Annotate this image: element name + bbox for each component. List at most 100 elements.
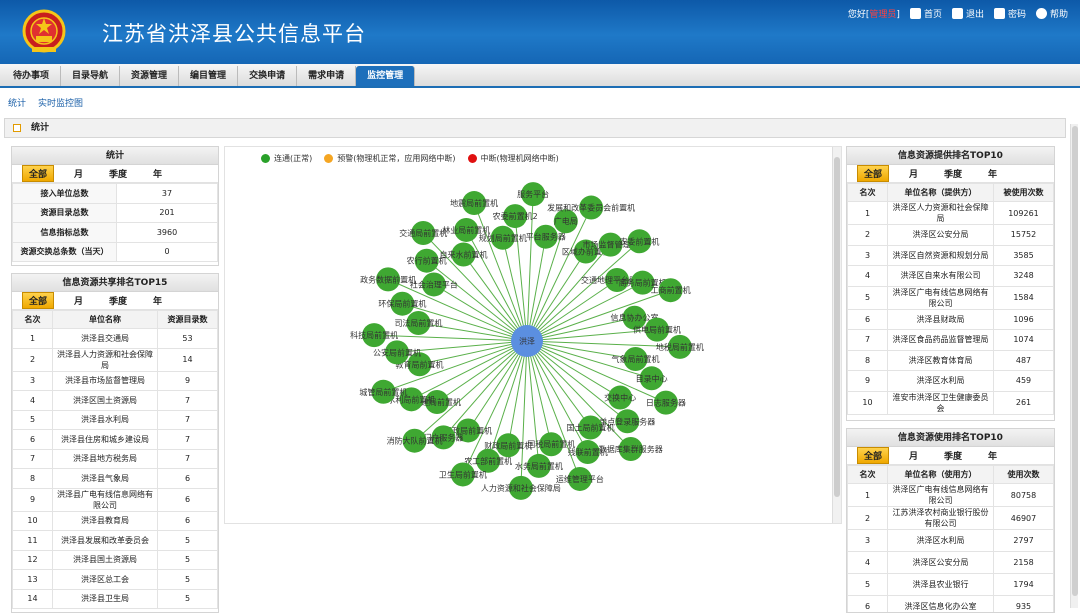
share-time-tabs: 全部 月 季度 年 bbox=[12, 292, 218, 310]
subnav-realtime[interactable]: 实时监控图 bbox=[38, 96, 83, 109]
node-label: 广电局 bbox=[554, 216, 578, 226]
password-link[interactable]: 密码 bbox=[994, 7, 1026, 20]
menu-todo[interactable]: 待办事项 bbox=[2, 66, 61, 86]
rank-cell: 5 bbox=[13, 410, 53, 430]
top-right-toolbar: 您好[管理员] 首页 退出 密码 帮助 bbox=[848, 7, 1068, 20]
tab-month[interactable]: 月 bbox=[68, 293, 89, 308]
col-unit: 单位名称（使用方） bbox=[888, 466, 994, 484]
menu-demand-request[interactable]: 需求申请 bbox=[297, 66, 356, 86]
unit-cell: 洪泽区国土资源局 bbox=[53, 391, 158, 411]
tab-quarter[interactable]: 季度 bbox=[938, 448, 968, 463]
tab-year[interactable]: 年 bbox=[147, 166, 168, 181]
tab-quarter[interactable]: 季度 bbox=[103, 166, 133, 181]
count-cell: 5 bbox=[158, 531, 218, 551]
node-label: 服务平台 bbox=[517, 189, 549, 199]
unit-cell: 洪泽县卫生局 bbox=[53, 589, 158, 609]
help-icon bbox=[1036, 8, 1047, 19]
home-link[interactable]: 首页 bbox=[910, 7, 942, 20]
col-count: 被使用次数 bbox=[994, 184, 1054, 202]
tab-all[interactable]: 全部 bbox=[22, 292, 54, 309]
menu-catalog-nav[interactable]: 目录导航 bbox=[61, 66, 120, 86]
unit-cell: 洪泽区教育体育局 bbox=[888, 350, 994, 371]
share-rank-title: 信息资源共享排名TOP15 bbox=[12, 274, 218, 292]
center-node-label: 洪泽 bbox=[519, 336, 535, 346]
rank-cell: 1 bbox=[13, 329, 53, 349]
menu-exchange-request[interactable]: 交换申请 bbox=[238, 66, 297, 86]
tab-all[interactable]: 全部 bbox=[22, 165, 54, 182]
graph-scrollbar[interactable] bbox=[832, 147, 841, 524]
unit-cell: 洪泽县财政局 bbox=[888, 309, 994, 330]
count-cell: 46907 bbox=[994, 507, 1054, 530]
rank-cell: 9 bbox=[848, 371, 888, 392]
unit-cell: 洪泽区广电有线信息网络有限公司 bbox=[888, 484, 994, 507]
tab-year[interactable]: 年 bbox=[982, 166, 1003, 181]
logout-link[interactable]: 退出 bbox=[952, 7, 984, 20]
stat-label: 接入单位总数 bbox=[13, 184, 117, 204]
topology-canvas[interactable]: 服务平台平台服务器广电局发展和改革委员会前置机区域办前置机市场监督管理局农委前置… bbox=[225, 147, 833, 524]
menu-monitor-mgmt[interactable]: 监控管理 bbox=[356, 66, 415, 86]
node-label: 卫生局前置机 bbox=[439, 469, 487, 479]
node-label: 环保局前置机 bbox=[378, 299, 426, 309]
subnav-stats[interactable]: 统计 bbox=[8, 96, 26, 109]
node-label: 公安局前置机 bbox=[373, 347, 421, 357]
tab-year[interactable]: 年 bbox=[982, 448, 1003, 463]
tab-month[interactable]: 月 bbox=[903, 166, 924, 181]
tab-month[interactable]: 月 bbox=[903, 448, 924, 463]
tab-quarter[interactable]: 季度 bbox=[938, 166, 968, 181]
node-label: 日志服务器 bbox=[646, 398, 686, 408]
unit-cell: 洪泽县水利局 bbox=[53, 410, 158, 430]
node-label: 平台服务器 bbox=[526, 232, 566, 242]
rank-cell: 13 bbox=[13, 570, 53, 590]
menu-resource-mgmt[interactable]: 资源管理 bbox=[120, 66, 179, 86]
rank-cell: 11 bbox=[13, 531, 53, 551]
node-label: 自来水前置机 bbox=[439, 250, 487, 260]
node-label: 交通局前置机 bbox=[399, 228, 447, 238]
unit-cell: 洪泽区公安分局 bbox=[888, 225, 994, 246]
rank-cell: 3 bbox=[13, 371, 53, 391]
tab-quarter[interactable]: 季度 bbox=[103, 293, 133, 308]
unit-cell: 洪泽县气象局 bbox=[53, 469, 158, 489]
network-topology-graph[interactable]: 服务平台平台服务器广电局发展和改革委员会前置机区域办前置机市场监督管理局农委前置… bbox=[224, 146, 842, 524]
page-scrollbar[interactable] bbox=[1070, 124, 1078, 608]
rank-cell: 8 bbox=[13, 469, 53, 489]
count-cell: 487 bbox=[994, 350, 1054, 371]
unit-cell: 洪泽县人力资源和社会保障局 bbox=[53, 348, 158, 371]
menu-cataloging[interactable]: 编目管理 bbox=[179, 66, 238, 86]
count-cell: 3248 bbox=[994, 266, 1054, 287]
help-link[interactable]: 帮助 bbox=[1036, 7, 1068, 20]
tab-year[interactable]: 年 bbox=[147, 293, 168, 308]
tab-all[interactable]: 全部 bbox=[857, 165, 889, 182]
scrollbar-thumb[interactable] bbox=[834, 157, 840, 497]
unit-cell: 洪泽县发展和改革委员会 bbox=[53, 531, 158, 551]
sub-navigation: 统计 实时监控图 bbox=[8, 96, 83, 109]
col-rank: 名次 bbox=[848, 184, 888, 202]
scrollbar-thumb[interactable] bbox=[1072, 126, 1078, 596]
key-icon bbox=[994, 8, 1005, 19]
col-unit: 单位名称（提供方） bbox=[888, 184, 994, 202]
national-emblem-icon bbox=[22, 9, 66, 55]
rank-cell: 4 bbox=[13, 391, 53, 411]
count-cell: 6 bbox=[158, 469, 218, 489]
tab-month[interactable]: 月 bbox=[68, 166, 89, 181]
tab-all[interactable]: 全部 bbox=[857, 447, 889, 464]
